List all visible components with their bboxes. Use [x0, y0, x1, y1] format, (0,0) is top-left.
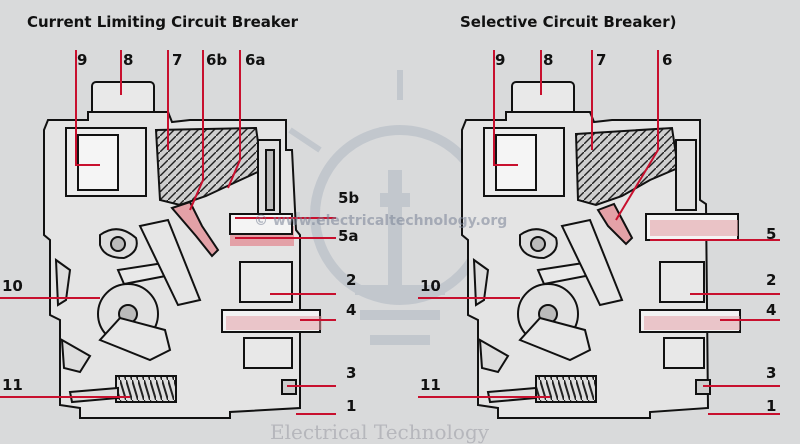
leader-lines [0, 50, 780, 415]
label-right-10: 10 [420, 277, 441, 295]
leader-right-9 [493, 50, 518, 166]
label-left-11: 11 [2, 376, 23, 394]
label-left-1: 1 [346, 397, 357, 415]
label-right-7: 7 [596, 51, 607, 69]
label-right-6: 6 [662, 51, 673, 69]
left-arc-chute [154, 126, 264, 207]
left-breaker [43, 81, 322, 419]
leader-left-6a [227, 50, 241, 189]
title-selective-breaker: Selective Circuit Breaker) [460, 13, 677, 31]
label-left-6b: 6b [206, 51, 228, 69]
label-right-2: 2 [766, 271, 777, 289]
label-right-11: 11 [420, 376, 441, 394]
label-left-9: 9 [77, 51, 88, 69]
right-moving-contact [596, 202, 634, 246]
leader-left-6b [189, 50, 204, 211]
leader-left-9 [75, 50, 100, 166]
title-current-limiting-breaker: Current Limiting Circuit Breaker [27, 13, 299, 31]
label-left-5b: 5b [338, 189, 360, 207]
label-right-4: 4 [766, 301, 777, 319]
left-moving-contact [170, 200, 220, 258]
label-left-10: 10 [2, 277, 23, 295]
right-breaker [461, 81, 741, 419]
label-left-7: 7 [172, 51, 183, 69]
label-left-3: 3 [346, 364, 357, 382]
watermark-url: © www.electricaltechnology.org [254, 213, 508, 229]
label-left-8: 8 [123, 51, 134, 69]
label-right-8: 8 [543, 51, 554, 69]
label-right-5: 5 [766, 225, 777, 243]
label-left-6a: 6a [245, 51, 266, 69]
label-right-9: 9 [495, 51, 506, 69]
watermark-brand: Electrical Technology [270, 420, 490, 444]
label-right-3: 3 [766, 364, 777, 382]
label-right-1: 1 [766, 397, 777, 415]
left-spring [115, 375, 177, 403]
right-spring [535, 375, 597, 403]
label-left-4: 4 [346, 301, 357, 319]
leader-right-6 [615, 50, 659, 221]
label-left-2: 2 [346, 271, 357, 289]
label-left-5a: 5a [338, 227, 359, 245]
